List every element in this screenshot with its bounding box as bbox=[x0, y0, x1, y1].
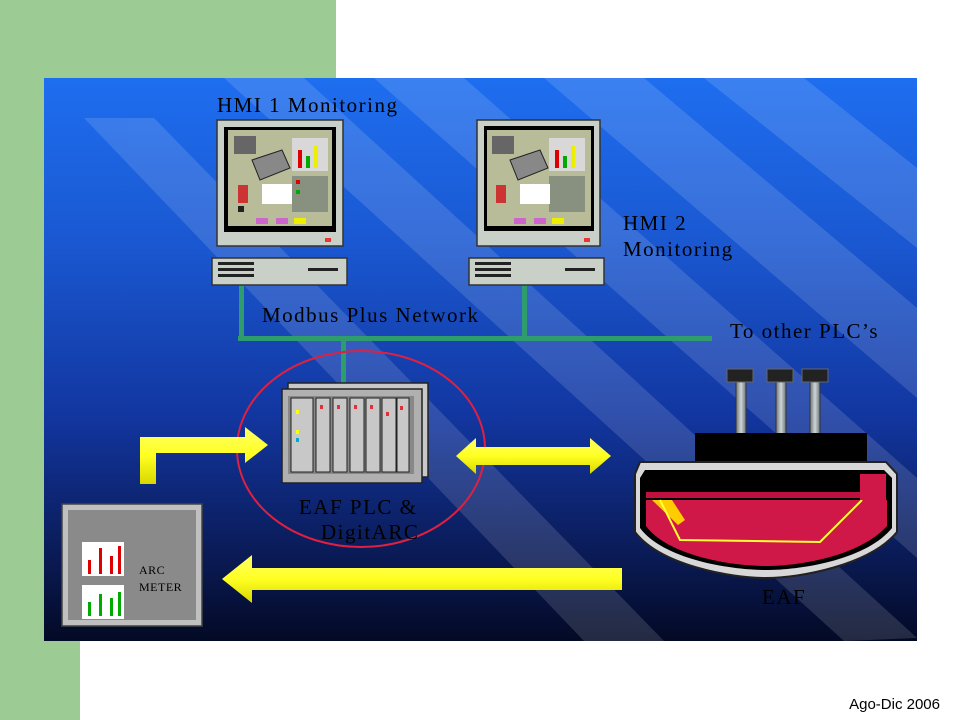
hmi2-monitor[interactable] bbox=[476, 119, 601, 247]
hmi2-keyboard bbox=[468, 257, 605, 286]
eaf-label: EAF bbox=[762, 585, 807, 609]
bidirectional-arrow bbox=[456, 438, 611, 474]
eaf-furnace[interactable] bbox=[634, 368, 898, 580]
arc-meter-device[interactable] bbox=[61, 503, 203, 627]
hmi1-keyboard bbox=[211, 257, 348, 286]
network-lines bbox=[238, 285, 712, 383]
top-accent-bar bbox=[80, 0, 336, 78]
footer-date: Ago-Dic 2006 bbox=[849, 696, 940, 713]
arc-meter-label-line2: METER bbox=[139, 580, 183, 594]
input-arrow bbox=[140, 427, 268, 484]
hmi2-label-line1: HMI 2 bbox=[623, 211, 688, 235]
hmi1-monitor[interactable] bbox=[216, 119, 344, 247]
other-plcs-label: To other PLC’s bbox=[730, 319, 880, 343]
hmi1-label: HMI 1 Monitoring bbox=[217, 93, 399, 117]
network-label: Modbus Plus Network bbox=[262, 303, 480, 327]
return-arrow bbox=[222, 555, 622, 603]
arc-meter-label-line1: ARC bbox=[139, 563, 166, 577]
eaf-plc-rack[interactable] bbox=[281, 382, 429, 484]
hmi2-label-line2: Monitoring bbox=[623, 237, 734, 261]
plc-label-line2: DigitARC bbox=[321, 520, 420, 544]
plc-label-line1: EAF PLC & bbox=[299, 495, 418, 519]
